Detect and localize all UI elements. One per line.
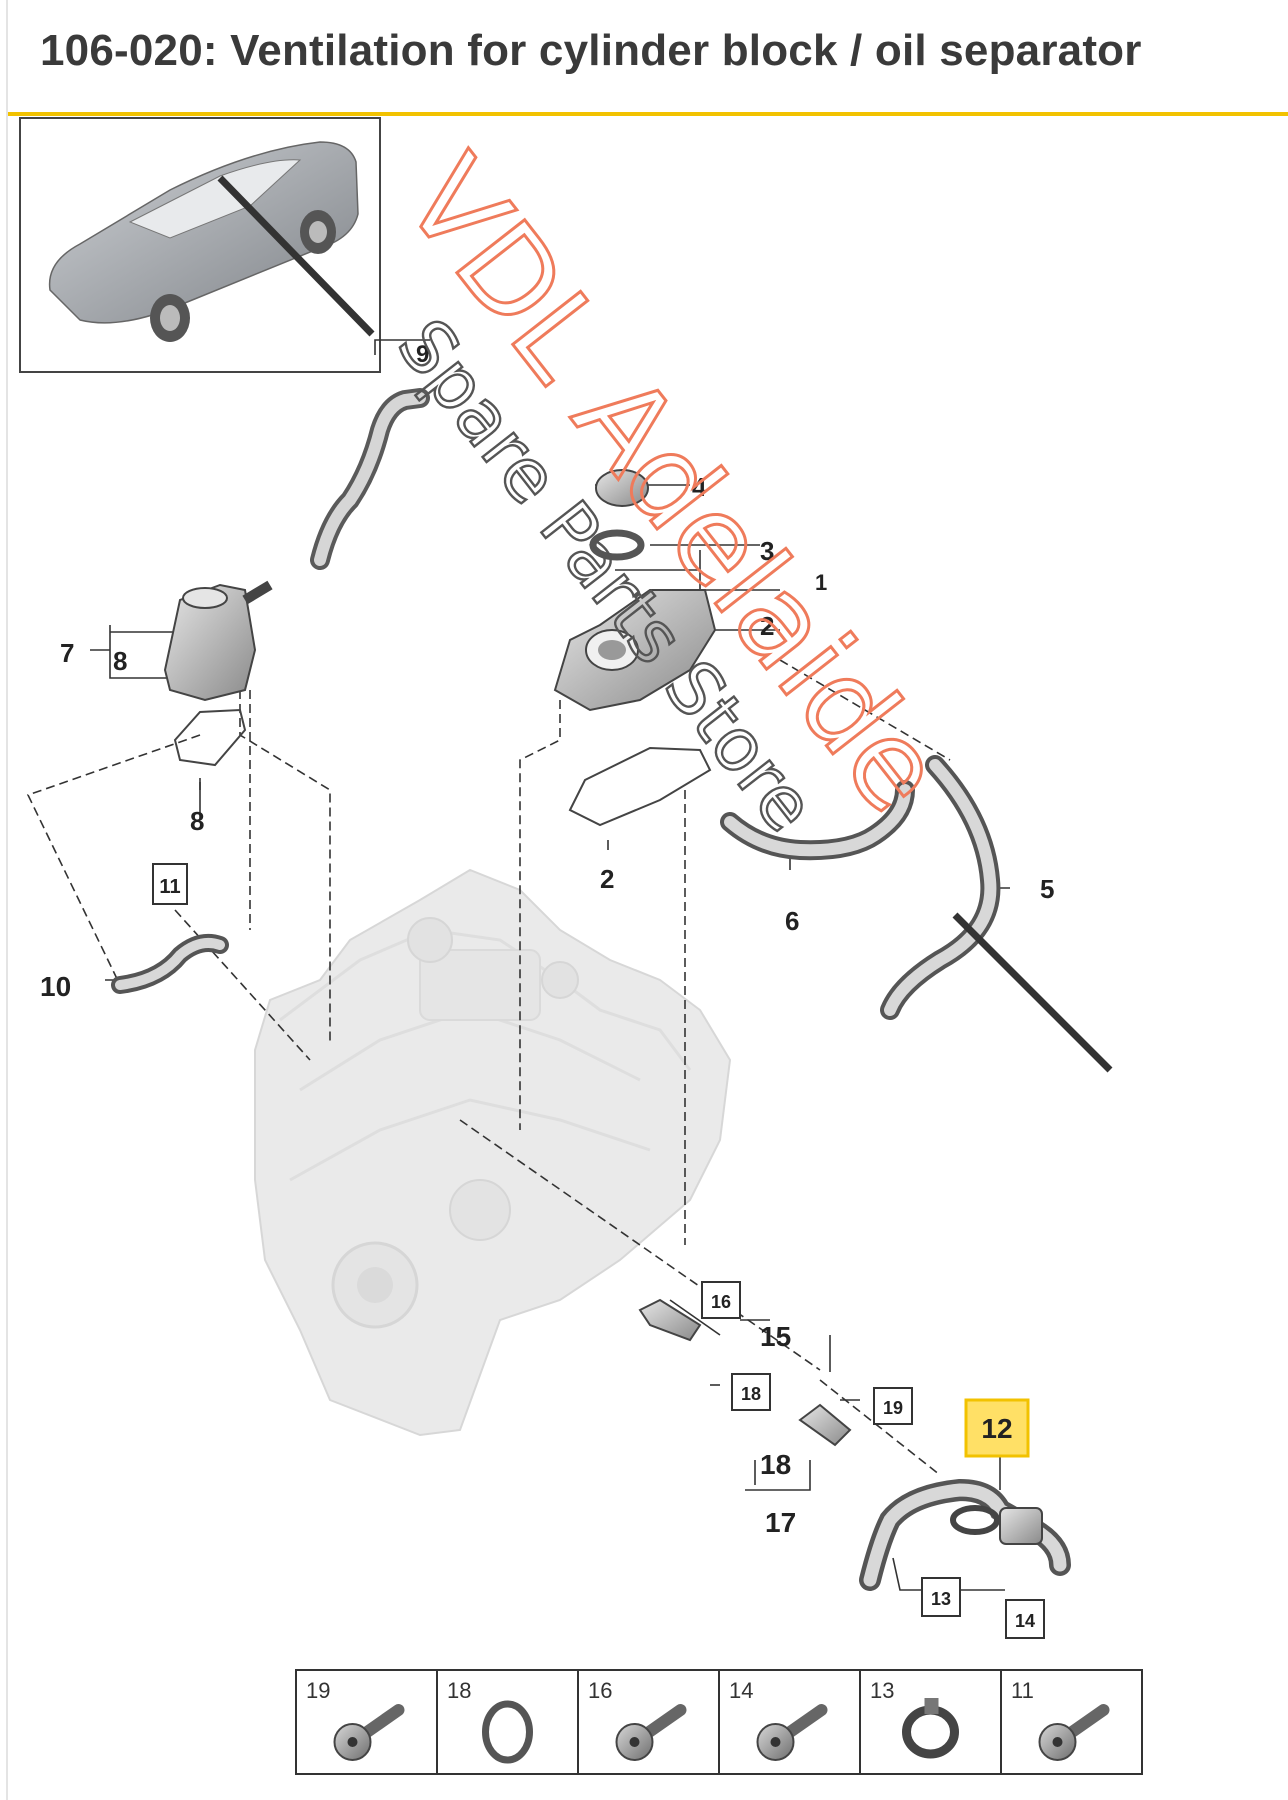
watermark-line-1: VDL Adelaide: [378, 132, 971, 837]
svg-text:6: 6: [785, 906, 799, 936]
fastener-cell: 16: [577, 1669, 720, 1775]
part-9-breather-hose: [310, 388, 430, 570]
bolt-icon: [1038, 1704, 1110, 1761]
bolt-icon: [333, 1704, 405, 1761]
svg-text:16: 16: [711, 1292, 731, 1312]
fastener-number: 13: [870, 1678, 894, 1703]
seal-ring-icon: [482, 1700, 533, 1764]
callout-1: 1: [815, 570, 827, 595]
callout-11-boxed: 11: [152, 863, 188, 905]
svg-text:1: 1: [815, 570, 827, 595]
svg-text:5: 5: [1040, 874, 1054, 904]
part-13-clamp: [950, 1505, 1000, 1535]
callout-16-boxed: 16: [701, 1281, 741, 1319]
part-7-oil-separator: [163, 580, 273, 702]
callout-7: 7: [60, 638, 74, 668]
callout-8-upper: 8: [113, 646, 127, 676]
page-title: 106-020: Ventilation for cylinder block …: [40, 26, 1142, 75]
callout-17: 17: [765, 1507, 796, 1538]
svg-text:2: 2: [760, 611, 774, 641]
vehicle-thumbnail: [19, 117, 381, 373]
part-18-fitting: [798, 1403, 852, 1447]
svg-text:13: 13: [931, 1589, 951, 1609]
crossed-out-mark: [952, 912, 1113, 1073]
svg-text:14: 14: [1015, 1611, 1035, 1631]
callout-6: 6: [785, 906, 799, 936]
part-4-oil-filler-cap: [595, 469, 649, 507]
callout-5: 5: [1040, 874, 1054, 904]
hose-clamp-icon: [902, 1698, 959, 1759]
bolt-icon: [615, 1704, 687, 1761]
svg-text:8: 8: [190, 806, 204, 836]
svg-text:17: 17: [765, 1507, 796, 1538]
fastener-table: 19 18 16 14 13 11: [295, 1669, 1143, 1775]
watermark: VDL Adelaide Spare Parts Store: [376, 131, 972, 848]
callout-18-plain: 18: [760, 1449, 791, 1480]
engine-block-illustration: [254, 868, 732, 1437]
callout-10: 10: [40, 971, 71, 1002]
part-8-gasket: [173, 708, 247, 767]
page-header: 106-020: Ventilation for cylinder block …: [8, 0, 1288, 116]
fastener-number: 18: [447, 1678, 471, 1703]
bolt-icon: [756, 1704, 828, 1761]
fastener-number: 11: [1011, 1678, 1034, 1703]
callout-2-upper: 2: [760, 611, 774, 641]
callout-9: 9: [416, 341, 429, 368]
part-14-valve: [999, 1507, 1043, 1545]
part-2-gasket: [568, 746, 712, 827]
svg-text:3: 3: [760, 536, 774, 566]
fastener-cell: 13: [859, 1669, 1002, 1775]
fastener-cell: 19: [295, 1669, 438, 1775]
fastener-cell: 18: [436, 1669, 579, 1775]
callout-3: 3: [760, 536, 774, 566]
part-3-seal: [589, 529, 645, 561]
callout-14-boxed: 14: [1005, 1599, 1045, 1639]
svg-text:8: 8: [113, 646, 127, 676]
part-15-bracket: [638, 1298, 702, 1342]
fastener-number: 19: [306, 1678, 330, 1703]
callout-labels: 9 4 3 1 2 7 8 8 11 10 2 6 5 16 15 18: [40, 341, 1054, 1639]
fastener-number: 16: [588, 1678, 612, 1703]
svg-text:9: 9: [416, 341, 429, 368]
callout-15: 15: [760, 1321, 791, 1352]
callout-8-lower: 8: [190, 806, 204, 836]
callout-13-boxed: 13: [921, 1577, 961, 1617]
svg-text:7: 7: [60, 638, 74, 668]
fastener-number: 14: [729, 1678, 753, 1703]
svg-text:11: 11: [159, 876, 180, 898]
part-2-oil-separator-housing: [553, 589, 717, 712]
left-border: [6, 0, 8, 1800]
fastener-cell: 11: [1000, 1669, 1143, 1775]
fastener-cell: 14: [718, 1669, 861, 1775]
svg-text:2: 2: [600, 864, 614, 894]
callout-12-highlighted: 12: [964, 1398, 1030, 1458]
svg-text:12: 12: [981, 1413, 1012, 1444]
svg-text:18: 18: [760, 1449, 791, 1480]
callout-18-boxed: 18: [731, 1373, 771, 1411]
callout-4: 4: [692, 472, 707, 502]
svg-text:18: 18: [741, 1384, 761, 1404]
svg-text:19: 19: [883, 1398, 903, 1418]
svg-text:10: 10: [40, 971, 71, 1002]
callout-19-boxed: 19: [873, 1387, 913, 1425]
svg-text:4: 4: [692, 472, 707, 502]
svg-text:15: 15: [760, 1321, 791, 1352]
callout-2-lower: 2: [600, 864, 614, 894]
